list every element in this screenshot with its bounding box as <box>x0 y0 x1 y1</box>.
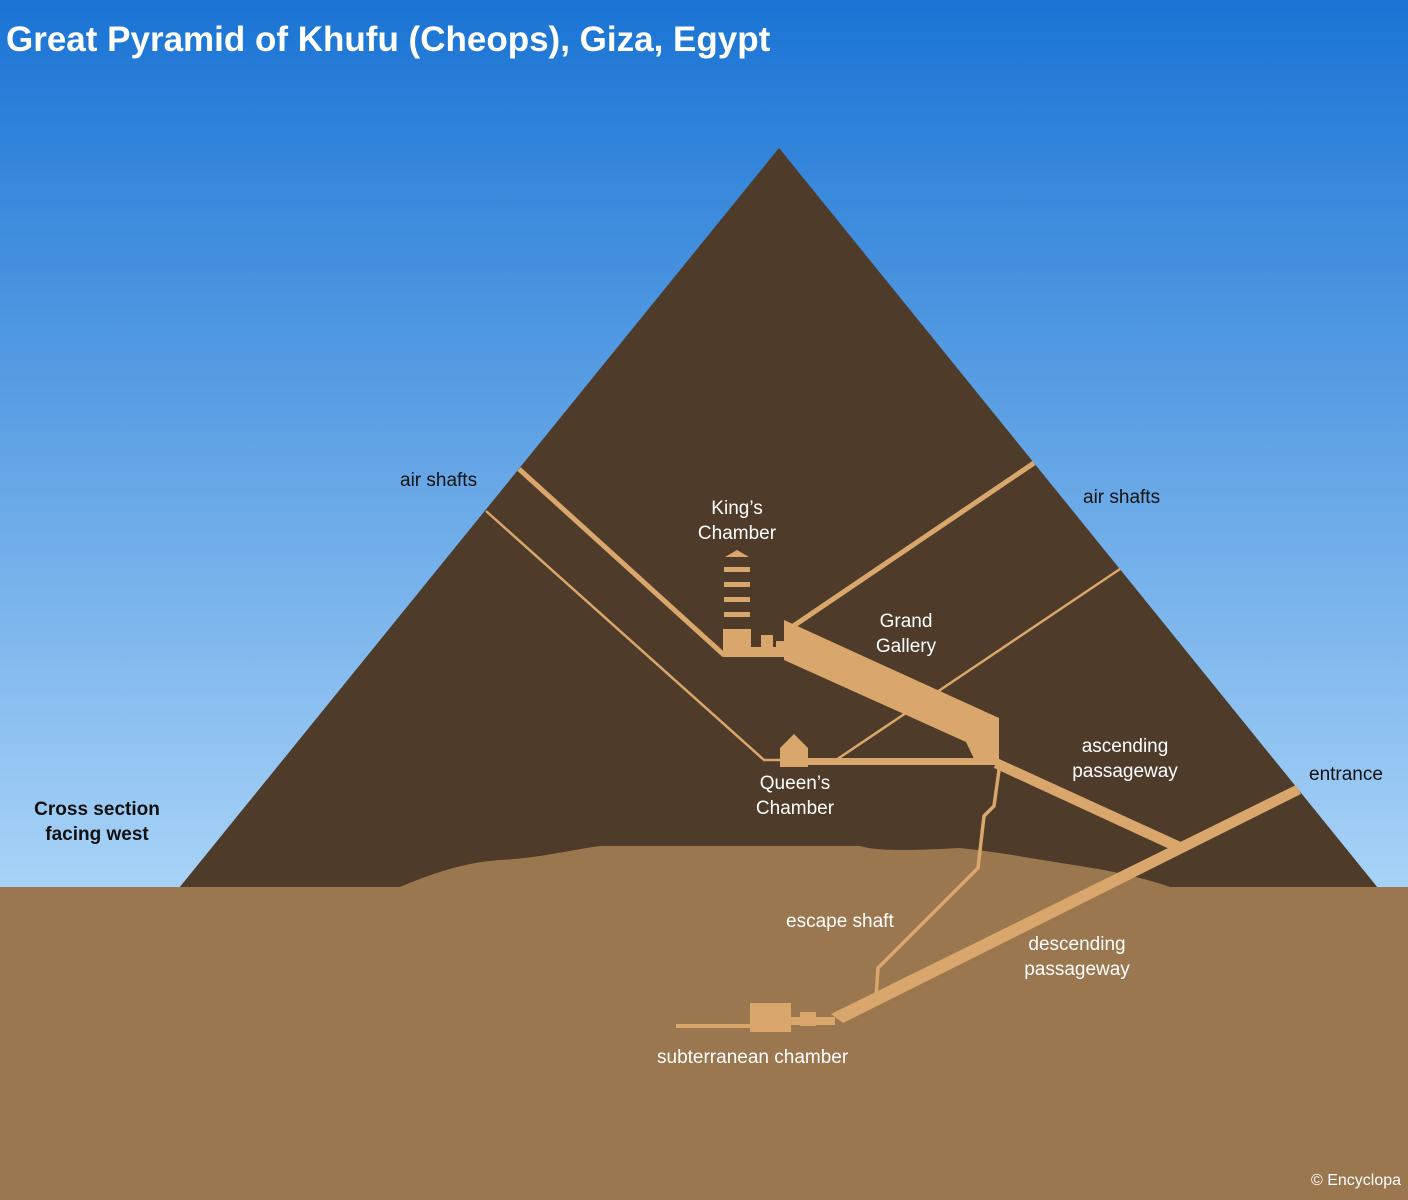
subterranean-chamber <box>750 1003 791 1032</box>
label-queens-chamber: Queen’s Chamber <box>755 773 835 819</box>
ground-bedrock <box>0 846 1408 1200</box>
pyramid-body <box>179 148 1378 888</box>
label-escape-shaft: escape shaft <box>786 911 894 932</box>
kings-chamber-roof <box>725 550 749 557</box>
queens-air-shaft-south <box>835 567 1121 762</box>
ascending-passageway <box>994 758 1181 852</box>
queens-chamber <box>780 734 808 767</box>
copyright-credit: © Encyclopa <box>1311 1172 1402 1189</box>
page-title: Great Pyramid of Khufu (Cheops), Giza, E… <box>6 20 771 59</box>
relieving-chamber <box>724 582 750 587</box>
kings-air-shaft-north <box>517 467 726 657</box>
grand-gallery <box>784 620 999 763</box>
queens-air-shaft-north <box>485 510 784 762</box>
label-air-shafts-left: air shafts <box>400 470 478 491</box>
label-kings-chamber: King’s Chamber <box>697 498 777 544</box>
kings-antechamber-block <box>776 641 786 649</box>
section-note: Cross section facing west <box>34 799 160 845</box>
label-grand-gallery: Grand Gallery <box>875 611 937 657</box>
subterranean-block <box>800 1012 816 1026</box>
relieving-chamber <box>724 612 750 617</box>
kings-antechamber <box>751 647 787 657</box>
subterranean-corridor <box>676 1024 752 1028</box>
label-descending-passageway: descending passageway <box>1024 934 1130 980</box>
label-subterranean-chamber: subterranean chamber <box>657 1047 849 1068</box>
passages <box>676 550 1301 1032</box>
descending-passageway <box>831 785 1301 1023</box>
relieving-chamber <box>724 597 750 602</box>
relieving-chamber <box>724 567 750 572</box>
label-air-shafts-right: air shafts <box>1083 487 1161 508</box>
label-entrance: entrance <box>1309 764 1383 785</box>
air-shafts <box>485 460 1121 762</box>
kings-air-shaft-south <box>784 460 1036 634</box>
label-ascending-passageway: ascending passageway <box>1072 736 1178 782</box>
kings-chamber <box>723 629 751 657</box>
queens-chamber-passage <box>808 758 998 765</box>
kings-antechamber-block <box>761 635 773 649</box>
escape-shaft <box>857 762 1002 1012</box>
